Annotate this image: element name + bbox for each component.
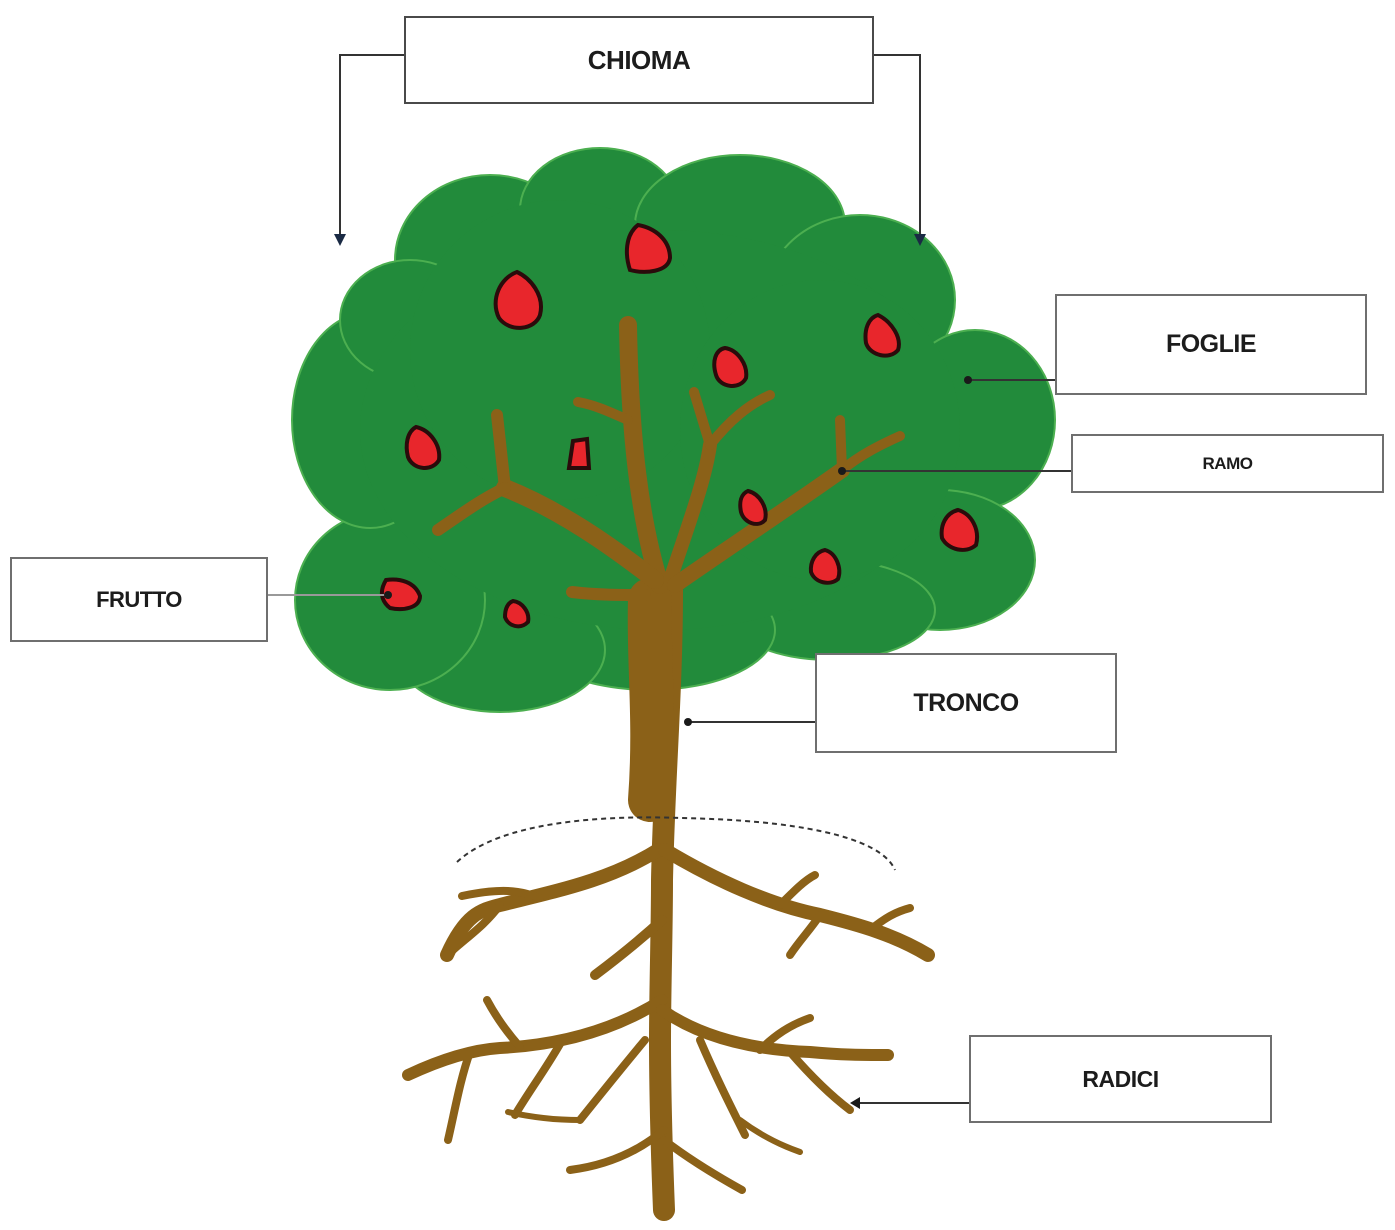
fruit [566,436,592,470]
label-chioma-text: CHIOMA [587,44,691,75]
label-radici: RADICI [969,1035,1272,1123]
label-frutto-text: FRUTTO [96,586,182,612]
label-tronco: TRONCO [815,653,1117,753]
leader-chioma-left [339,54,404,240]
trunk-and-branches [402,316,935,1221]
fruit [404,424,442,470]
leader-chioma-right [874,54,921,240]
label-chioma: CHIOMA [404,16,874,104]
leader-lines [268,54,1071,1109]
arrowhead-icon [914,234,926,246]
label-radici-text: RADICI [1082,1065,1159,1092]
arrowhead-icon [850,1097,860,1109]
fruit [863,312,901,358]
fruit [808,547,842,585]
fruit [493,269,543,330]
arrowhead-icon [334,234,346,246]
fruit [712,345,749,388]
label-ramo-text: RAMO [1202,453,1253,473]
fruit [624,222,673,274]
canopy-foliage [291,147,1056,713]
label-foglie-text: FOGLIE [1165,330,1257,358]
ground-dashed-line [456,816,896,871]
fruits [379,222,979,629]
label-frutto: FRUTTO [10,557,268,642]
label-tronco-text: TRONCO [913,688,1019,717]
fruit [738,488,768,526]
label-foglie: FOGLIE [1055,294,1367,395]
fruit [939,507,979,552]
fruit [502,598,531,629]
label-ramo: RAMO [1071,434,1384,493]
